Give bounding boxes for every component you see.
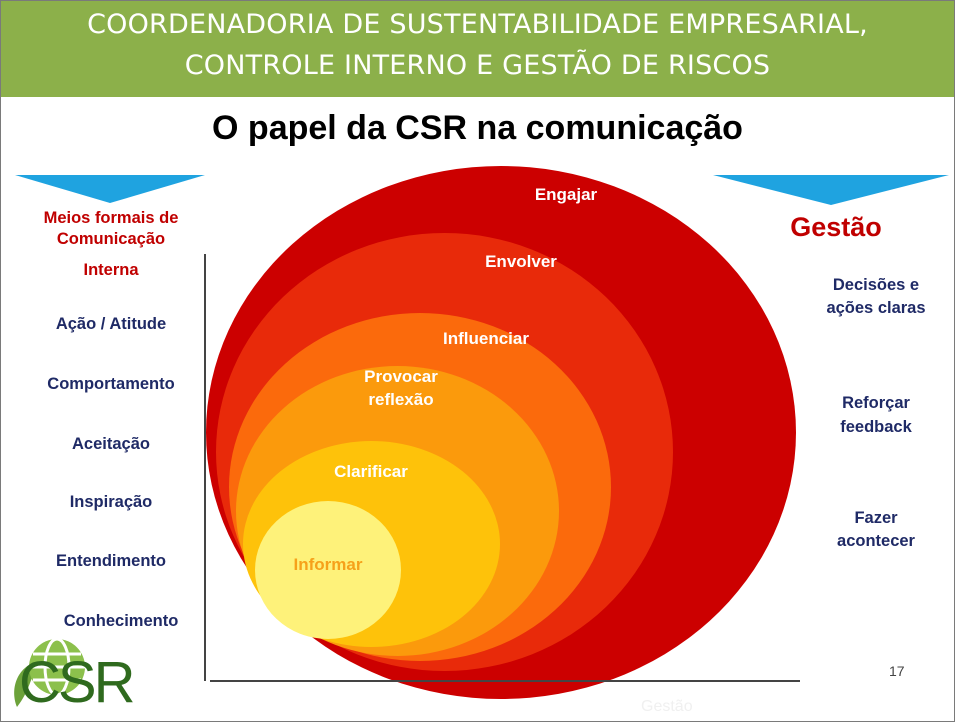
left-item-comportamento: Comportamento xyxy=(47,375,175,393)
logo-text: CSR xyxy=(19,650,135,715)
right-item-2-line-2: feedback xyxy=(840,418,912,436)
footer-axis-label: Gestão xyxy=(641,698,693,715)
label-envolver: Envolver xyxy=(485,252,557,271)
left-triangle-icon xyxy=(15,175,205,203)
right-triangle-icon xyxy=(713,175,949,205)
left-heading-line-2: Comunicação xyxy=(56,230,166,248)
right-item-1-line-2: ações claras xyxy=(826,299,926,317)
left-heading-line-1: Meios formais de xyxy=(43,209,179,227)
globe-leaf-icon xyxy=(14,637,85,707)
left-heading-line-3: Interna xyxy=(83,261,139,279)
right-item-1-line-1: Decisões e xyxy=(832,276,920,294)
left-item-conhecimento: Conhecimento xyxy=(63,612,179,630)
header-title-line-2: CONTROLE INTERNO E GESTÃO DE RISCOS xyxy=(184,50,771,81)
label-reflexao: reflexão xyxy=(368,390,434,409)
right-item-3-line-1: Fazer xyxy=(854,509,898,527)
csr-logo: CSR xyxy=(9,627,159,721)
left-item-inspiracao: Inspiração xyxy=(69,493,153,511)
header-title-line-1: COORDENADORIA DE SUSTENTABILIDADE EMPRES… xyxy=(87,9,868,40)
label-influenciar: Influenciar xyxy=(443,329,529,348)
vertical-axis xyxy=(204,254,206,681)
right-item-3-line-2: acontecer xyxy=(837,532,915,550)
label-engajar: Engajar xyxy=(534,185,598,204)
slide-title: O papel da CSR na comunicação xyxy=(212,109,743,147)
right-item-2-line-1: Reforçar xyxy=(842,394,910,412)
header-banner: COORDENADORIA DE SUSTENTABILIDADE EMPRES… xyxy=(1,1,954,100)
left-item-acao: Ação / Atitude xyxy=(55,315,167,333)
page-number: 17 xyxy=(889,663,905,679)
left-item-aceitacao: Aceitação xyxy=(72,435,150,453)
right-heading: Gestão xyxy=(790,212,882,242)
left-item-entendimento: Entendimento xyxy=(56,552,166,570)
horizontal-axis xyxy=(210,680,800,682)
label-informar: Informar xyxy=(293,555,363,574)
ellipse-informar xyxy=(255,501,401,639)
label-clarificar: Clarificar xyxy=(334,462,408,481)
label-provocar: Provocar xyxy=(364,367,438,386)
